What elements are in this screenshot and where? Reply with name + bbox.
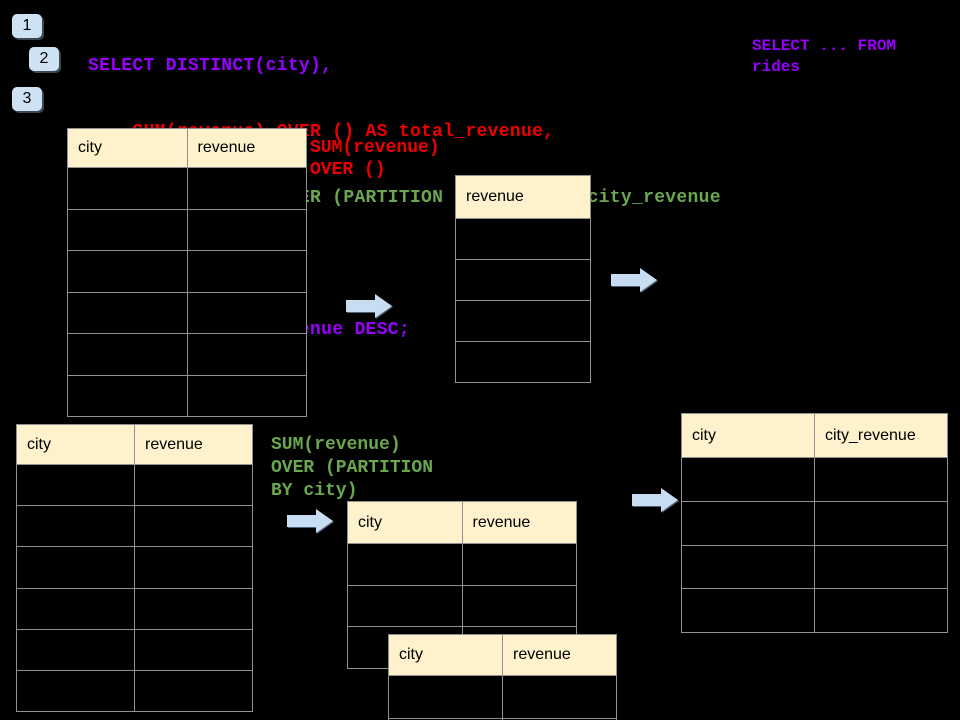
table-row (68, 250, 306, 292)
table-row (389, 675, 616, 718)
table-row (348, 584, 577, 627)
table-result-city-revenue: city city_revenue (681, 413, 948, 633)
table-cell (348, 544, 462, 585)
step-badge-2: 2 (29, 47, 59, 71)
table-cell (814, 545, 947, 589)
table-partition-overlay: city revenue (388, 634, 617, 720)
table-cell (17, 589, 134, 629)
table-cell (461, 544, 577, 585)
column-header: revenue (502, 635, 616, 675)
table-cell (456, 301, 590, 341)
table-row (17, 464, 252, 506)
table-cell (186, 209, 307, 250)
table-cell (682, 458, 814, 501)
table-row (17, 505, 252, 547)
table-cell (389, 676, 502, 718)
table-cell (186, 251, 307, 292)
table-cell (134, 588, 252, 629)
right-arrow-icon (346, 293, 393, 319)
table-row (17, 546, 252, 588)
table-rides-source-top: city revenue (67, 128, 307, 417)
table-cell (68, 251, 187, 292)
table-cell (682, 502, 814, 545)
table-cell (348, 586, 462, 627)
column-header: revenue (466, 188, 524, 205)
table-cell (186, 334, 307, 375)
table-row (348, 543, 576, 585)
column-header: revenue (134, 425, 252, 464)
table-cell (17, 547, 134, 587)
table-cell (17, 671, 134, 711)
right-arrow-icon (611, 267, 658, 293)
column-header: city (358, 513, 382, 531)
column-header: city (27, 435, 51, 453)
step-badge-3: 3 (12, 87, 42, 111)
table-cell (456, 219, 590, 259)
table-row (682, 457, 947, 501)
right-arrow-icon (632, 487, 679, 513)
table-header-row: city revenue (348, 502, 576, 543)
table-header-row: city revenue (17, 425, 252, 464)
table-row (68, 333, 306, 375)
table-row (456, 259, 590, 300)
table-row (68, 208, 307, 251)
table-row (456, 300, 590, 341)
table-cell (134, 506, 252, 547)
table-cell (68, 210, 187, 251)
table-header-row: city city_revenue (682, 414, 947, 457)
table-cell (814, 589, 947, 632)
column-header: city_revenue (814, 414, 947, 457)
table-cell (814, 458, 947, 501)
table-cell (502, 676, 616, 718)
step-badge-1: 1 (12, 14, 42, 38)
table-cell (134, 670, 252, 712)
table-row (456, 341, 590, 382)
table-cell (68, 168, 187, 209)
table-cell (17, 630, 134, 670)
table-row (682, 500, 947, 545)
table-cell (682, 589, 814, 632)
table-cell (186, 375, 307, 416)
table-cell (461, 585, 577, 627)
column-header: revenue (186, 129, 307, 167)
table-row (17, 669, 252, 712)
sql-line-select: SELECT DISTINCT(city), (88, 56, 333, 76)
table-cell (134, 547, 252, 588)
table-cell (682, 546, 814, 589)
table-cell (456, 342, 590, 382)
table-row (682, 588, 947, 632)
table-cell (456, 260, 590, 300)
table-cell (17, 465, 134, 505)
note-select-from-rides: SELECT ... FROM rides (752, 37, 897, 76)
column-header: city (692, 426, 716, 444)
table-header-row: city revenue (68, 129, 306, 167)
column-header: city (399, 646, 423, 663)
annotation-sum-over-total: SUM(revenue) OVER () (310, 138, 440, 180)
right-arrow-icon (287, 508, 334, 534)
table-row (68, 291, 307, 334)
table-cell (17, 506, 134, 546)
table-cell (68, 293, 187, 334)
table-rides-source-bottom: city revenue (16, 424, 253, 712)
table-row (682, 544, 947, 589)
table-total-revenue: revenue (455, 175, 591, 383)
table-row (17, 628, 252, 670)
table-row (456, 218, 590, 259)
table-cell (68, 334, 187, 375)
table-header-row: revenue (456, 176, 590, 218)
table-cell (814, 501, 947, 545)
column-header: revenue (461, 502, 577, 543)
annotation-sum-over-partition: SUM(revenue) OVER (PARTITION BY city) (271, 435, 434, 501)
table-row (68, 167, 306, 209)
table-row (68, 374, 307, 417)
table-cell (134, 465, 252, 506)
table-cell (186, 292, 307, 333)
column-header: city (78, 139, 102, 156)
table-header-row: city revenue (389, 635, 616, 675)
table-cell (134, 629, 252, 670)
table-cell (186, 168, 307, 209)
table-cell (68, 376, 187, 417)
table-row (17, 587, 252, 629)
